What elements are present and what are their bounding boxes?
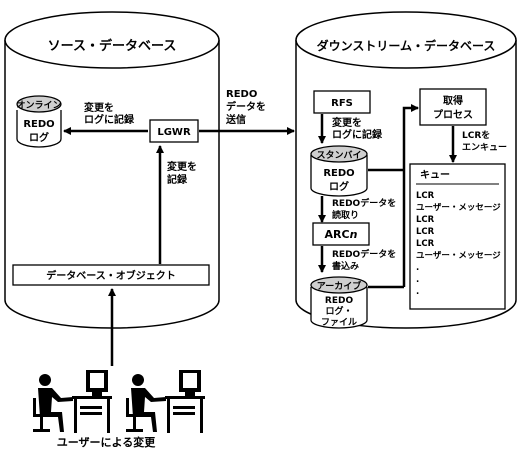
send-redo-label-3: 送信 bbox=[225, 113, 246, 126]
arcn-box bbox=[312, 222, 370, 246]
queue-item: ユーザー・メッセージ bbox=[416, 251, 501, 261]
enqueue-label-2: エンキュー bbox=[462, 142, 507, 153]
queue-item: LCR bbox=[416, 191, 435, 201]
write-redo-label-1: REDOデータを bbox=[332, 248, 396, 260]
queue-item: ユーザー・メッセージ bbox=[416, 203, 501, 213]
source-database-title: ソース・データベース bbox=[48, 38, 177, 54]
online-redo-log-cylinder bbox=[16, 95, 62, 148]
database-objects-label: データベース・オブジェクト bbox=[46, 269, 176, 282]
downstream-database-title: ダウンストリーム・データベース bbox=[317, 38, 496, 53]
rfs-label: RFS bbox=[331, 98, 353, 109]
standby-redo-log-label-3: ログ bbox=[329, 180, 349, 193]
queue-title: キュー bbox=[420, 169, 450, 181]
capture-process-box bbox=[419, 88, 487, 126]
arcn-label-prefix: ARC bbox=[325, 228, 350, 241]
archived-log-label-2: REDO bbox=[325, 296, 354, 306]
online-redo-log-label-1: オンライン bbox=[16, 100, 61, 111]
record-changes-label-1: 変更を bbox=[84, 101, 114, 114]
changes-recorded-label-2: 記録 bbox=[167, 173, 188, 186]
lgwr-box bbox=[149, 119, 199, 143]
queue-item: . bbox=[416, 263, 419, 273]
queue-item: . bbox=[416, 287, 419, 297]
read-redo-label-2: 読取り bbox=[332, 209, 359, 221]
standby-redo-log-cylinder bbox=[310, 145, 368, 197]
online-redo-log-label-3: ログ bbox=[29, 131, 49, 144]
queue-box bbox=[409, 163, 506, 310]
send-redo-label-1: REDO bbox=[226, 89, 257, 100]
capture-process-label-2: プロセス bbox=[433, 108, 473, 121]
rfs-box bbox=[313, 90, 371, 114]
queue-item: LCR bbox=[416, 239, 435, 249]
write-redo-label-2: 書込み bbox=[332, 260, 359, 272]
user-workstation-right-icon bbox=[126, 370, 205, 433]
archived-log-label-3: ログ・ bbox=[325, 305, 352, 317]
record-changes-label-2: ログに記録 bbox=[84, 113, 135, 126]
arcn-label: ARCn bbox=[325, 228, 358, 241]
enqueue-label-1: LCRを bbox=[462, 130, 490, 141]
arcn-label-suffix: n bbox=[350, 228, 358, 241]
queue-item: . bbox=[416, 275, 419, 285]
downstream-record-changes-label-1: 変更を bbox=[332, 116, 362, 129]
changes-recorded-label-1: 変更を bbox=[167, 160, 197, 173]
database-objects-box bbox=[12, 264, 210, 286]
online-redo-log-label-2: REDO bbox=[23, 119, 54, 130]
lgwr-label: LGWR bbox=[157, 127, 191, 138]
downstream-record-changes-label-2: ログに記録 bbox=[332, 128, 383, 141]
standby-redo-log-label-1: スタンバイ bbox=[316, 149, 361, 161]
queue-item: LCR bbox=[416, 227, 435, 237]
read-redo-label-1: REDOデータを bbox=[332, 197, 396, 209]
users-caption: ユーザーによる変更 bbox=[57, 435, 156, 449]
standby-redo-log-label-2: REDO bbox=[323, 168, 354, 179]
capture-process-label-1: 取得 bbox=[443, 94, 463, 107]
queue-item: LCR bbox=[416, 215, 435, 225]
logs-to-capture-connector bbox=[402, 104, 419, 287]
archived-log-label-1: アーカイブ bbox=[317, 280, 361, 292]
queue-item-list: LCR ユーザー・メッセージ LCR LCR LCR ユーザー・メッセージ... bbox=[416, 191, 501, 297]
send-redo-label-2: データを bbox=[226, 100, 266, 113]
archived-redo-log-cylinder bbox=[310, 276, 368, 329]
archived-log-label-4: ファイル bbox=[321, 317, 357, 328]
user-workstation-left-icon bbox=[33, 370, 112, 433]
